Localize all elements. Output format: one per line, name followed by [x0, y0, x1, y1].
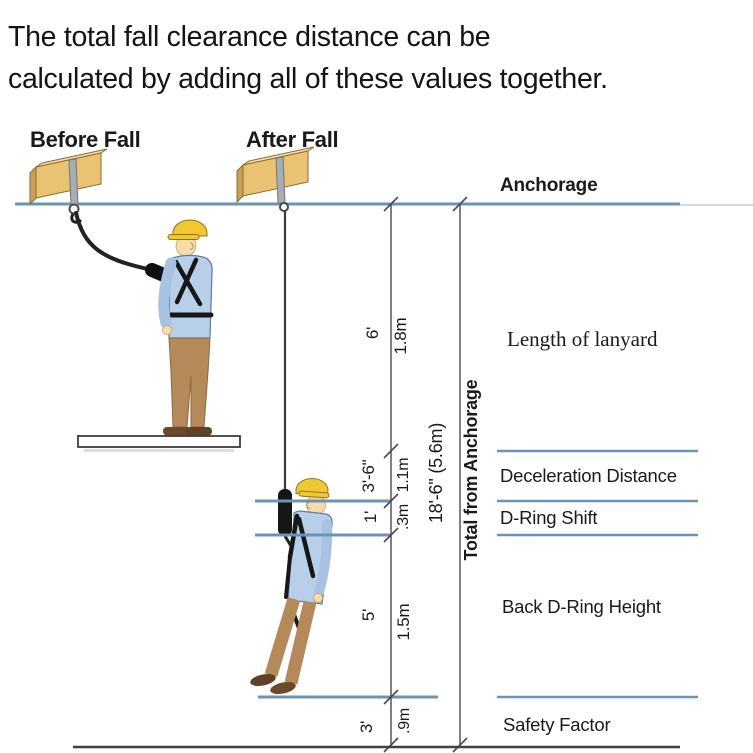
- ear: [189, 242, 194, 250]
- length-of-lanyard-label: Length of lanyard: [507, 327, 658, 351]
- lanyard-line: [74, 211, 150, 271]
- total-from-anchorage-label: Total from Anchorage: [461, 379, 481, 560]
- tick: [383, 443, 399, 459]
- dim-backdring-m: 1.5m: [394, 603, 413, 640]
- dim-dring-ft: 1': [361, 511, 380, 523]
- dim-lanyard-ft: 6': [363, 327, 382, 339]
- tick: [383, 737, 399, 753]
- anchor-ring: [279, 202, 289, 212]
- dim-safety-m: .9m: [396, 708, 413, 734]
- platform-shadow: [84, 449, 234, 452]
- arm-sleeve: [158, 257, 177, 329]
- worker-before: [158, 219, 214, 436]
- deployed-shock-absorber: [278, 489, 292, 536]
- after-fall-label: After Fall: [246, 127, 338, 152]
- page-title: The total fall clearance distance can be…: [8, 16, 748, 100]
- shoe: [270, 681, 296, 695]
- tick: [452, 196, 468, 212]
- title-line-2: calculated by adding all of these values…: [8, 63, 608, 95]
- hand: [313, 593, 323, 603]
- shoe: [186, 427, 212, 436]
- anchor-strap: [68, 158, 79, 206]
- dim-safety-ft: 3': [357, 721, 376, 733]
- beam-front-face: [242, 150, 309, 197]
- arm-sleeve: [314, 519, 333, 597]
- shoe: [163, 427, 191, 436]
- dim-dring-m: .3m: [395, 504, 412, 530]
- hand: [162, 325, 172, 335]
- tick: [383, 196, 399, 212]
- anchor-beam-before: [29, 148, 108, 224]
- tick: [383, 689, 399, 705]
- tick: [452, 737, 468, 753]
- deceleration-distance-label: Deceleration Distance: [500, 465, 677, 486]
- beam-front-face: [35, 152, 102, 199]
- dim-backdring-ft: 5': [359, 609, 378, 621]
- hard-hat-brim: [167, 234, 200, 240]
- dim-deceleration-ft: 3'-6": [359, 459, 378, 492]
- safety-factor-label: Safety Factor: [503, 714, 610, 735]
- beam-end-face: [236, 163, 244, 204]
- dimension-ticks: [383, 196, 468, 753]
- dim-deceleration-m: 1.1m: [395, 458, 412, 493]
- anchorage-label: Anchorage: [500, 175, 597, 196]
- beam-end-face: [29, 165, 37, 206]
- shoe: [250, 673, 276, 687]
- tick: [383, 527, 399, 543]
- before-fall-label: Before Fall: [30, 127, 140, 152]
- harness-strap: [296, 516, 316, 579]
- hard-hat: [295, 478, 329, 496]
- back-d-ring-height-label: Back D-Ring Height: [502, 596, 661, 617]
- d-ring-shift-label: D-Ring Shift: [500, 507, 597, 528]
- title-line-1: The total fall clearance distance can be: [8, 21, 491, 53]
- anchor-beam-after: [236, 146, 315, 212]
- dim-total-value: 18'-6" (5.6m): [426, 423, 446, 523]
- harness-strap: [173, 259, 203, 307]
- hard-hat-brim: [298, 490, 330, 499]
- anchor-strap: [275, 156, 286, 204]
- leg: [264, 597, 301, 677]
- leg: [284, 600, 317, 685]
- tick: [383, 493, 399, 509]
- harness-strap: [284, 555, 292, 599]
- pants-legs: [168, 337, 211, 428]
- hard-hat: [172, 219, 208, 237]
- dim-lanyard-m: 1.8m: [391, 317, 410, 354]
- work-platform: [77, 435, 241, 448]
